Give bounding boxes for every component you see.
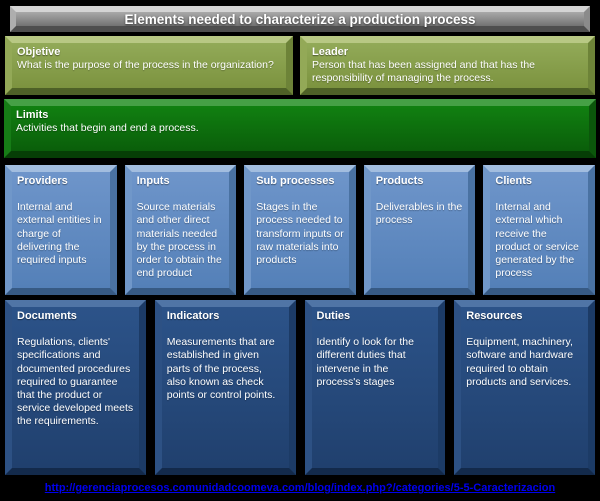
inputs-body: Source materials and other direct materi… xyxy=(136,201,222,279)
products-box: Products Deliverables in the process xyxy=(363,165,476,295)
objective-body: What is the purpose of the process in th… xyxy=(17,59,274,72)
resources-body: Equipment, machinery, software and hardw… xyxy=(466,336,574,388)
leader-body: Person that has been assigned and that h… xyxy=(312,59,535,85)
row-limits: Limits Activities that begin and end a p… xyxy=(4,99,596,158)
subprocesses-body: Stages in the process needed to transfor… xyxy=(256,201,344,266)
providers-heading: Providers xyxy=(17,175,68,187)
leader-box: Leader Person that has been assigned and… xyxy=(300,36,595,95)
duties-heading: Duties xyxy=(316,310,351,322)
inputs-heading: Inputs xyxy=(136,175,170,187)
row-support-elements: Documents Regulations, clients' specific… xyxy=(5,300,595,475)
clients-box: Clients Internal and external which rece… xyxy=(483,165,595,295)
objective-heading: Objetive xyxy=(17,46,61,58)
resources-box: Resources Equipment, machinery, software… xyxy=(454,300,595,475)
page-title: Elements needed to characterize a produc… xyxy=(124,11,476,27)
indicators-box: Indicators Measurements that are establi… xyxy=(154,300,296,475)
title-banner: Elements needed to characterize a produc… xyxy=(10,6,590,32)
resources-heading: Resources xyxy=(466,310,523,322)
limits-box: Limits Activities that begin and end a p… xyxy=(4,99,596,158)
duties-body: Identify o look for the different duties… xyxy=(316,336,414,388)
clients-body: Internal and external which receive the … xyxy=(495,201,579,279)
documents-body: Regulations, clients' specifications and… xyxy=(17,336,134,428)
subprocesses-box: Sub processes Stages in the process need… xyxy=(244,165,356,295)
indicators-heading: Indicators xyxy=(166,310,220,322)
subprocesses-heading: Sub processes xyxy=(256,175,335,187)
providers-body: Internal and external entities in charge… xyxy=(17,201,102,266)
products-body: Deliverables in the process xyxy=(375,201,463,227)
products-heading: Products xyxy=(375,175,424,187)
footer: http://gerenciaprocesos.comunidadcoomeva… xyxy=(0,478,600,496)
row-objective-leader: Objetive What is the purpose of the proc… xyxy=(5,36,595,95)
duties-box: Duties Identify o look for the different… xyxy=(304,300,446,475)
limits-body: Activities that begin and end a process. xyxy=(16,122,199,135)
objective-box: Objetive What is the purpose of the proc… xyxy=(5,36,293,95)
source-link[interactable]: http://gerenciaprocesos.comunidadcoomeva… xyxy=(44,482,556,494)
inputs-box: Inputs Source materials and other direct… xyxy=(124,165,237,295)
documents-heading: Documents xyxy=(17,310,77,322)
row-process-elements: Providers Internal and external entities… xyxy=(5,165,595,295)
indicators-body: Measurements that are established in giv… xyxy=(166,336,276,401)
clients-heading: Clients xyxy=(495,175,533,187)
limits-heading: Limits xyxy=(16,109,49,121)
leader-heading: Leader xyxy=(312,46,349,58)
providers-box: Providers Internal and external entities… xyxy=(5,165,117,295)
documents-box: Documents Regulations, clients' specific… xyxy=(5,300,146,475)
